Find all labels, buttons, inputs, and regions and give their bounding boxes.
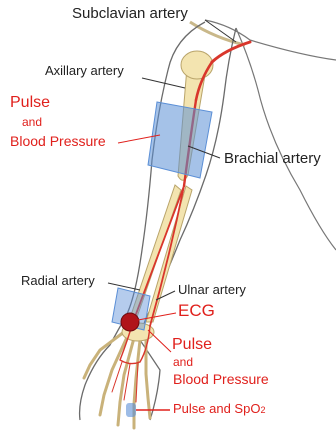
pulse-spo2-subscript: 2 bbox=[260, 405, 265, 415]
hand-bones bbox=[84, 332, 150, 428]
leader-pulse-bp-lower bbox=[148, 330, 171, 352]
radial-artery-label: Radial artery bbox=[21, 274, 95, 288]
pulse-bp-lower-line1: Pulse bbox=[172, 336, 212, 354]
ulnar-artery-label: Ulnar artery bbox=[178, 283, 246, 297]
ecg-electrode bbox=[121, 313, 139, 331]
humerus-head bbox=[181, 51, 213, 79]
axillary-artery-label: Axillary artery bbox=[45, 64, 124, 78]
subclavian-artery-label: Subclavian artery bbox=[72, 6, 188, 23]
ecg-label: ECG bbox=[178, 302, 215, 321]
pulse-spo2-label: Pulse and SpO2 bbox=[173, 402, 265, 416]
fingertip-sensor bbox=[126, 403, 136, 417]
pulse-bp-upper-line1: Pulse bbox=[10, 94, 50, 112]
pulse-bp-lower-line3: Blood Pressure bbox=[173, 372, 269, 387]
pulse-bp-upper-line3: Blood Pressure bbox=[10, 134, 106, 149]
pulse-spo2-text: Pulse and SpO bbox=[173, 401, 260, 416]
upper-arm-cuff bbox=[148, 102, 212, 178]
brachial-artery-label: Brachial artery bbox=[224, 151, 321, 168]
pulse-bp-lower-line2: and bbox=[173, 356, 193, 369]
pulse-bp-upper-line2: and bbox=[22, 116, 42, 129]
